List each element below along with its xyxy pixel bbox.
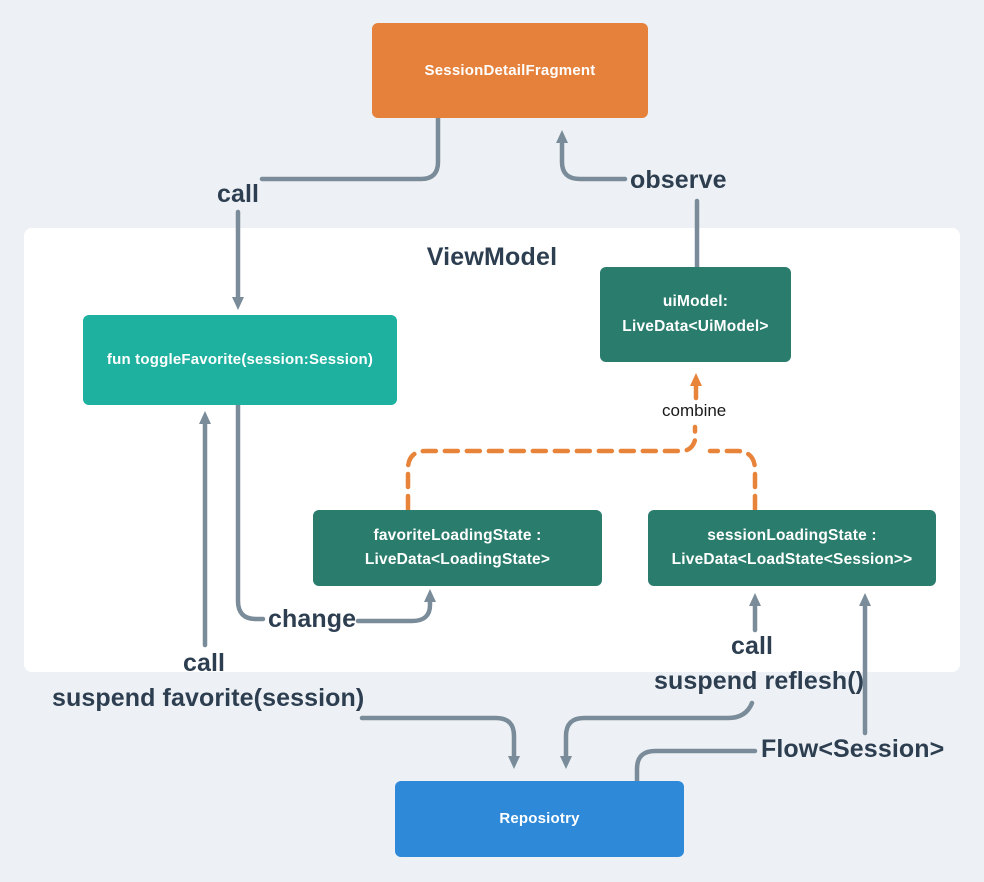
node-session-loading-state: sessionLoadingState : LiveData<LoadState… bbox=[648, 510, 936, 586]
edge-label-change: change bbox=[268, 605, 357, 633]
node-label: SessionDetailFragment bbox=[424, 61, 596, 79]
edge-repo-to-flow bbox=[634, 748, 758, 784]
edge-fragment-to-call bbox=[259, 115, 441, 182]
viewmodel-title: ViewModel bbox=[426, 243, 558, 271]
edge-label-call-top: call bbox=[217, 180, 260, 208]
edge-label-combine: combine bbox=[662, 401, 727, 420]
edge-label-call-right: call bbox=[731, 632, 774, 660]
node-ui-model-livedata: uiModel: LiveData<UiModel> bbox=[600, 267, 791, 362]
node-label-line1: uiModel: bbox=[662, 293, 729, 311]
node-label-line1: favoriteLoadingState : bbox=[373, 526, 542, 544]
edge-label-suspend-reflesh: suspend reflesh() bbox=[654, 667, 865, 695]
node-label-line2: LiveData<LoadState<Session>> bbox=[671, 551, 913, 568]
node-label: Reposiotry bbox=[499, 810, 580, 828]
node-repository: Reposiotry bbox=[395, 781, 684, 857]
edge-suspendreflesh-to-repo bbox=[560, 700, 755, 769]
viewmodel-panel bbox=[24, 228, 960, 672]
edge-label-call-left: call bbox=[183, 649, 226, 677]
node-toggle-favorite: fun toggleFavorite(session:Session) bbox=[83, 315, 397, 405]
node-label-line2: LiveData<LoadingState> bbox=[364, 551, 551, 568]
edge-label-observe: observe bbox=[630, 166, 727, 194]
edge-label-suspend-favorite: suspend favorite(session) bbox=[52, 684, 365, 712]
node-session-detail-fragment: SessionDetailFragment bbox=[372, 23, 648, 118]
node-label-line1: sessionLoadingState : bbox=[707, 526, 877, 544]
node-label-line2: LiveData<UiModel> bbox=[622, 317, 769, 335]
node-favorite-loading-state: favoriteLoadingState : LiveData<LoadingS… bbox=[313, 510, 602, 586]
edge-observe-to-fragment bbox=[556, 130, 628, 182]
edge-label-flow-session: Flow<Session> bbox=[761, 735, 945, 763]
edge-suspendfavorite-to-repo bbox=[359, 715, 520, 769]
node-label: fun toggleFavorite(session:Session) bbox=[106, 351, 374, 369]
